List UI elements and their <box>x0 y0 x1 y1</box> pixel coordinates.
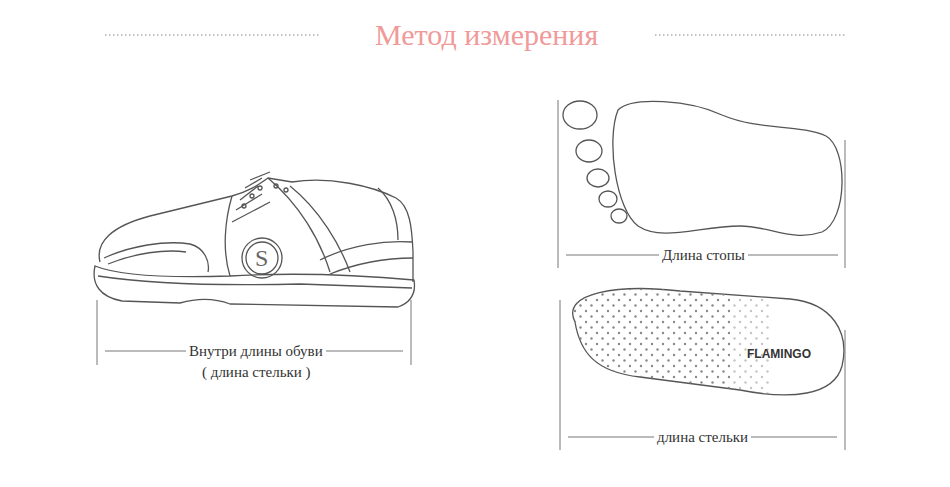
brand-name: FLAMINGO <box>747 347 811 361</box>
dimension-line <box>97 300 411 365</box>
dimension-label: Внутри длины обуви <box>186 342 326 360</box>
dimension-line <box>558 100 845 268</box>
dimension-line <box>560 300 845 450</box>
title-rule <box>655 34 845 35</box>
dimension-label: длина стельки <box>654 428 751 446</box>
insole-drawing <box>560 280 844 400</box>
dimension-label: ( длина стельки ) <box>199 363 314 381</box>
dimension-label: Длина стопы <box>659 246 748 264</box>
title-rule <box>105 34 320 35</box>
logo-letter: S <box>255 244 268 273</box>
foot-drawing <box>563 101 842 235</box>
sneaker-drawing <box>94 172 414 307</box>
title: Метод измерения <box>372 17 601 53</box>
